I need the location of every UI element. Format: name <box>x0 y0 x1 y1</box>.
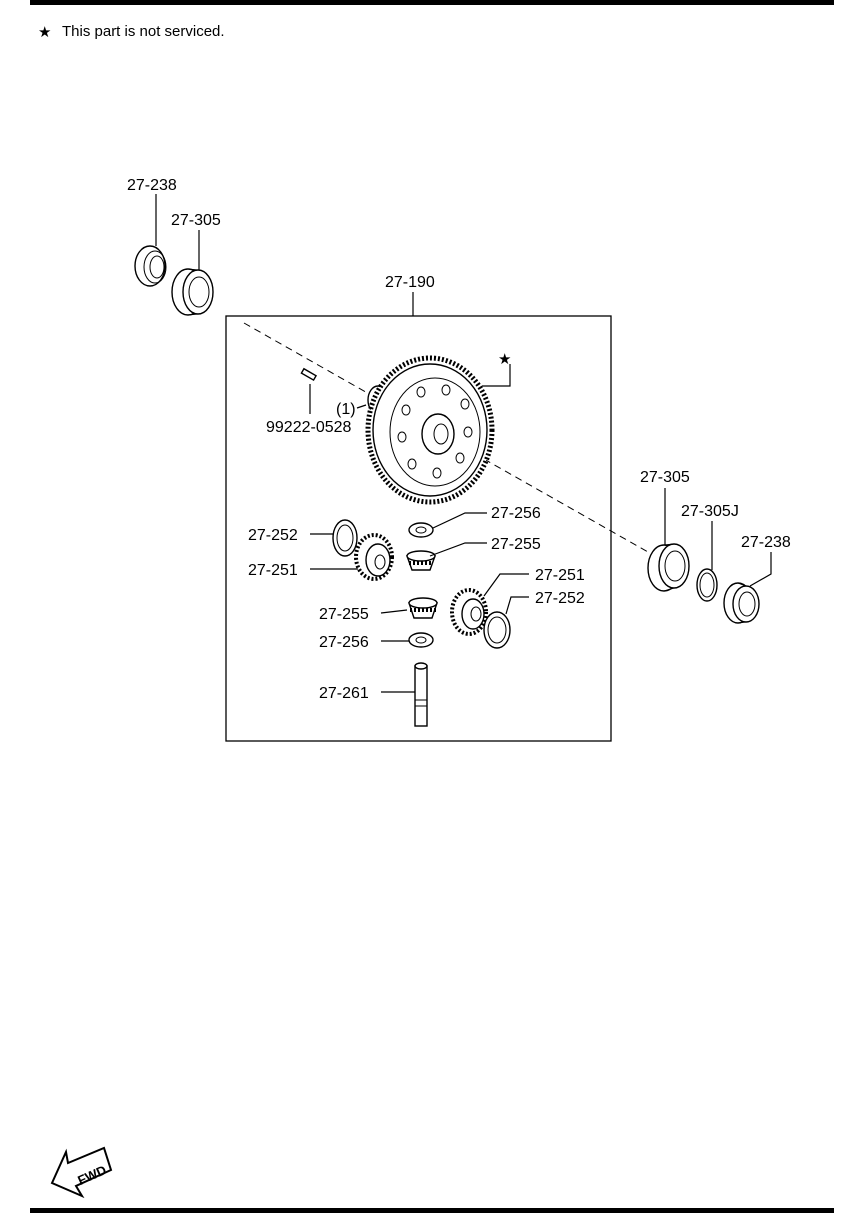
label-27-256-bottom: 27-256 <box>319 634 369 651</box>
washer-27-256-bottom <box>408 632 434 648</box>
label-27-305-left: 27-305 <box>171 212 221 229</box>
label-pin-quantity: (1) <box>336 401 356 418</box>
pinion-shaft-27-261 <box>414 662 428 727</box>
pinion-gear-27-255-top <box>406 550 436 571</box>
label-27-256-top: 27-256 <box>491 505 541 522</box>
label-27-252-right: 27-252 <box>535 590 585 607</box>
washer-27-256-top <box>408 522 434 538</box>
pinion-gear-27-255-bottom <box>408 597 438 619</box>
label-27-305J: 27-305J <box>681 503 739 520</box>
pin-99222-0528 <box>300 367 318 382</box>
label-99222-0528: 99222-0528 <box>266 419 352 436</box>
seal-27-238-left <box>134 245 167 287</box>
label-27-252-left: 27-252 <box>248 527 298 544</box>
fwd-arrow-icon: FWD <box>50 1146 113 1199</box>
star-icon: ★ <box>38 24 51 41</box>
shim-27-305J <box>696 568 718 602</box>
side-gear-27-251-right <box>450 588 488 636</box>
washer-27-252-right <box>483 611 511 649</box>
service-note: ★ This part is not serviced. <box>38 23 225 41</box>
differential-case-27-190 <box>365 355 495 505</box>
service-note-text: This part is not serviced. <box>62 23 225 40</box>
bottom-border-bar <box>30 1208 834 1213</box>
differential-assembly-frame <box>225 315 612 742</box>
label-27-261: 27-261 <box>319 685 369 702</box>
star-icon-ring-gear: ★ <box>498 351 511 368</box>
label-27-305-right: 27-305 <box>640 469 690 486</box>
label-27-238-right: 27-238 <box>741 534 791 551</box>
washer-27-252-left <box>332 519 358 557</box>
label-27-190: 27-190 <box>385 274 435 291</box>
top-border-bar <box>30 0 834 5</box>
bearing-27-305-left <box>171 268 214 316</box>
label-27-255-top: 27-255 <box>491 536 541 553</box>
label-27-251-left: 27-251 <box>248 562 298 579</box>
side-gear-27-251-left <box>354 533 394 581</box>
label-27-255-bottom: 27-255 <box>319 606 369 623</box>
bearing-27-305-right <box>647 543 690 592</box>
leader-lines <box>155 194 772 693</box>
seal-27-238-right <box>723 582 760 624</box>
label-27-238-left: 27-238 <box>127 177 177 194</box>
label-27-251-right: 27-251 <box>535 567 585 584</box>
